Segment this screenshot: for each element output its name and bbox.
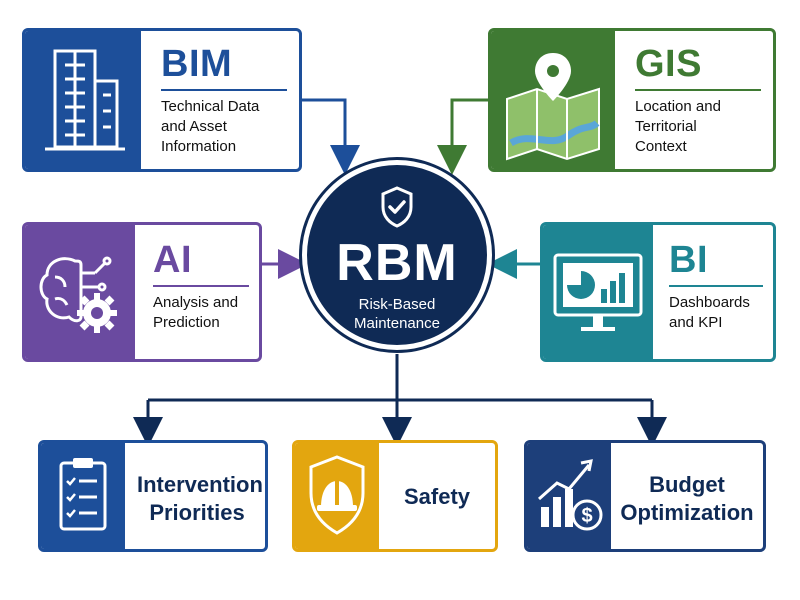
bim-desc-line: Information (161, 138, 237, 155)
safety-label: Safety (403, 484, 471, 509)
bim-card: BIM Technical Data and Asset Information (22, 28, 302, 172)
bim-divider (161, 89, 287, 91)
budget-label-line: Optimization (620, 500, 754, 525)
clipboard-checklist-icon (59, 458, 107, 531)
ai-desc-line: Analysis and (153, 294, 239, 311)
bi-desc-line: and KPI (669, 314, 723, 331)
map-pin-icon (506, 53, 600, 161)
ai-divider (153, 285, 249, 287)
bi-title: BI (669, 239, 708, 281)
arrow-bim-to-rbm (302, 98, 360, 175)
ai-description: Analysis and Prediction (153, 293, 249, 333)
budget-label-line: Budget (649, 472, 725, 497)
brain-gear-icon (39, 256, 117, 333)
ai-icon-panel (25, 225, 135, 359)
priorities-label-line: Intervention (137, 472, 263, 497)
bim-icon-panel (25, 31, 141, 169)
budget-icon-panel: $ (527, 443, 611, 549)
priorities-label-line: Priorities (149, 500, 245, 525)
priorities-card: Intervention Priorities (38, 440, 268, 552)
priorities-label: Intervention Priorities (137, 471, 263, 527)
rbm-subtitle-line: Risk-Based (358, 296, 436, 313)
dollar-growth-icon: $ (538, 459, 603, 531)
gis-divider (635, 89, 761, 91)
bi-card: BI Dashboards and KPI (540, 222, 776, 362)
budget-card: $ Budget Optimization (524, 440, 766, 552)
gis-desc-line: Location and (635, 98, 721, 115)
safety-icon-panel (295, 443, 379, 549)
shield-check-icon (381, 186, 413, 228)
rbm-subtitle-line: Maintenance (354, 315, 440, 332)
bim-desc-line: Technical Data (161, 98, 260, 115)
rbm-title: RBM (336, 234, 458, 292)
bim-description: Technical Data and Asset Information (161, 97, 287, 157)
priorities-icon-panel (41, 443, 125, 549)
bim-desc-line: and Asset (161, 118, 227, 135)
gis-icon-panel (491, 31, 615, 169)
shield-helmet-icon (309, 455, 365, 535)
gis-card: GIS Location and Territorial Context (488, 28, 776, 172)
bi-divider (669, 285, 763, 287)
building-icon (45, 49, 125, 151)
ai-card: AI Analysis and Prediction (22, 222, 262, 362)
budget-label: Budget Optimization (619, 471, 755, 527)
monitor-chart-icon (553, 253, 643, 331)
gis-desc-line: Territorial (635, 118, 697, 135)
bi-desc-line: Dashboards (669, 294, 750, 311)
gis-description: Location and Territorial Context (635, 97, 761, 157)
rbm-center-circle: RBM Risk-Based Maintenance (302, 160, 492, 350)
safety-card: Safety (292, 440, 498, 552)
gis-title: GIS (635, 43, 702, 85)
rbm-subtitle: Risk-Based Maintenance (307, 295, 487, 333)
bi-description: Dashboards and KPI (669, 293, 763, 333)
arrow-gis-to-rbm (437, 98, 490, 175)
ai-desc-line: Prediction (153, 314, 220, 331)
bim-title: BIM (161, 43, 233, 85)
gis-desc-line: Context (635, 138, 687, 155)
bi-icon-panel (543, 225, 653, 359)
svg-text:$: $ (581, 505, 592, 527)
ai-title: AI (153, 239, 192, 281)
